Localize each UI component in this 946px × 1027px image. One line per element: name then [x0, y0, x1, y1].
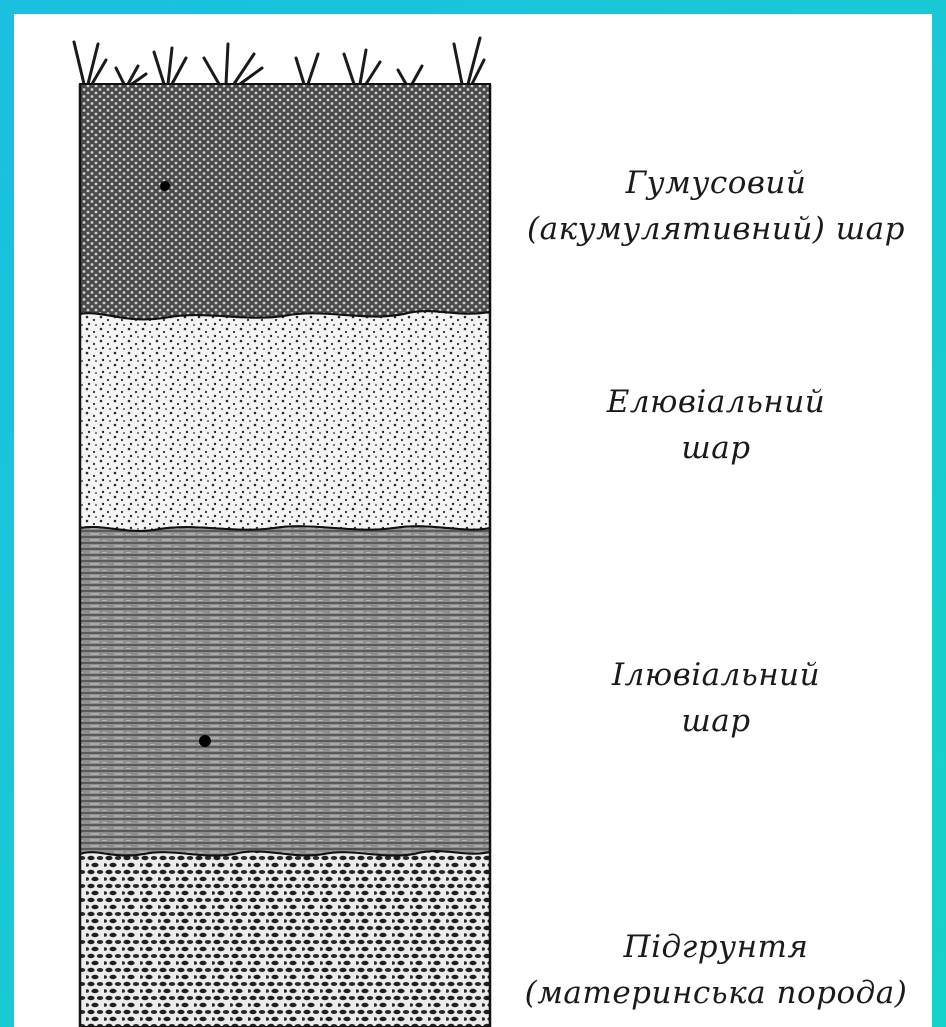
illuvial-layer — [80, 526, 490, 855]
subsoil-layer — [80, 851, 490, 1027]
label-eluvial: Елювіальний шар — [500, 379, 932, 471]
label-humus-line2: (акумулятивний) шар — [500, 206, 932, 252]
label-humus: Гумусовий (акумулятивний) шар — [500, 160, 932, 252]
label-eluvial-line2: шар — [500, 425, 932, 471]
label-illuvial-line2: шар — [500, 698, 932, 744]
layer-labels: Гумусовий (акумулятивний) шар Елювіальни… — [500, 14, 932, 1027]
label-humus-line1: Гумусовий — [500, 160, 932, 206]
label-subsoil-line2: (материнська порода) — [500, 970, 932, 1016]
label-subsoil: Підгрунтя (материнська порода) — [500, 924, 932, 1016]
grass-icon — [74, 38, 484, 84]
label-eluvial-line1: Елювіальний — [500, 379, 932, 425]
label-illuvial: Ілювіальний шар — [500, 652, 932, 744]
diagram-panel: Гумусовий (акумулятивний) шар Елювіальни… — [14, 14, 932, 1027]
label-illuvial-line1: Ілювіальний — [500, 652, 932, 698]
label-subsoil-line1: Підгрунтя — [500, 924, 932, 970]
humus-layer — [80, 84, 490, 320]
eluvial-layer — [80, 311, 490, 531]
